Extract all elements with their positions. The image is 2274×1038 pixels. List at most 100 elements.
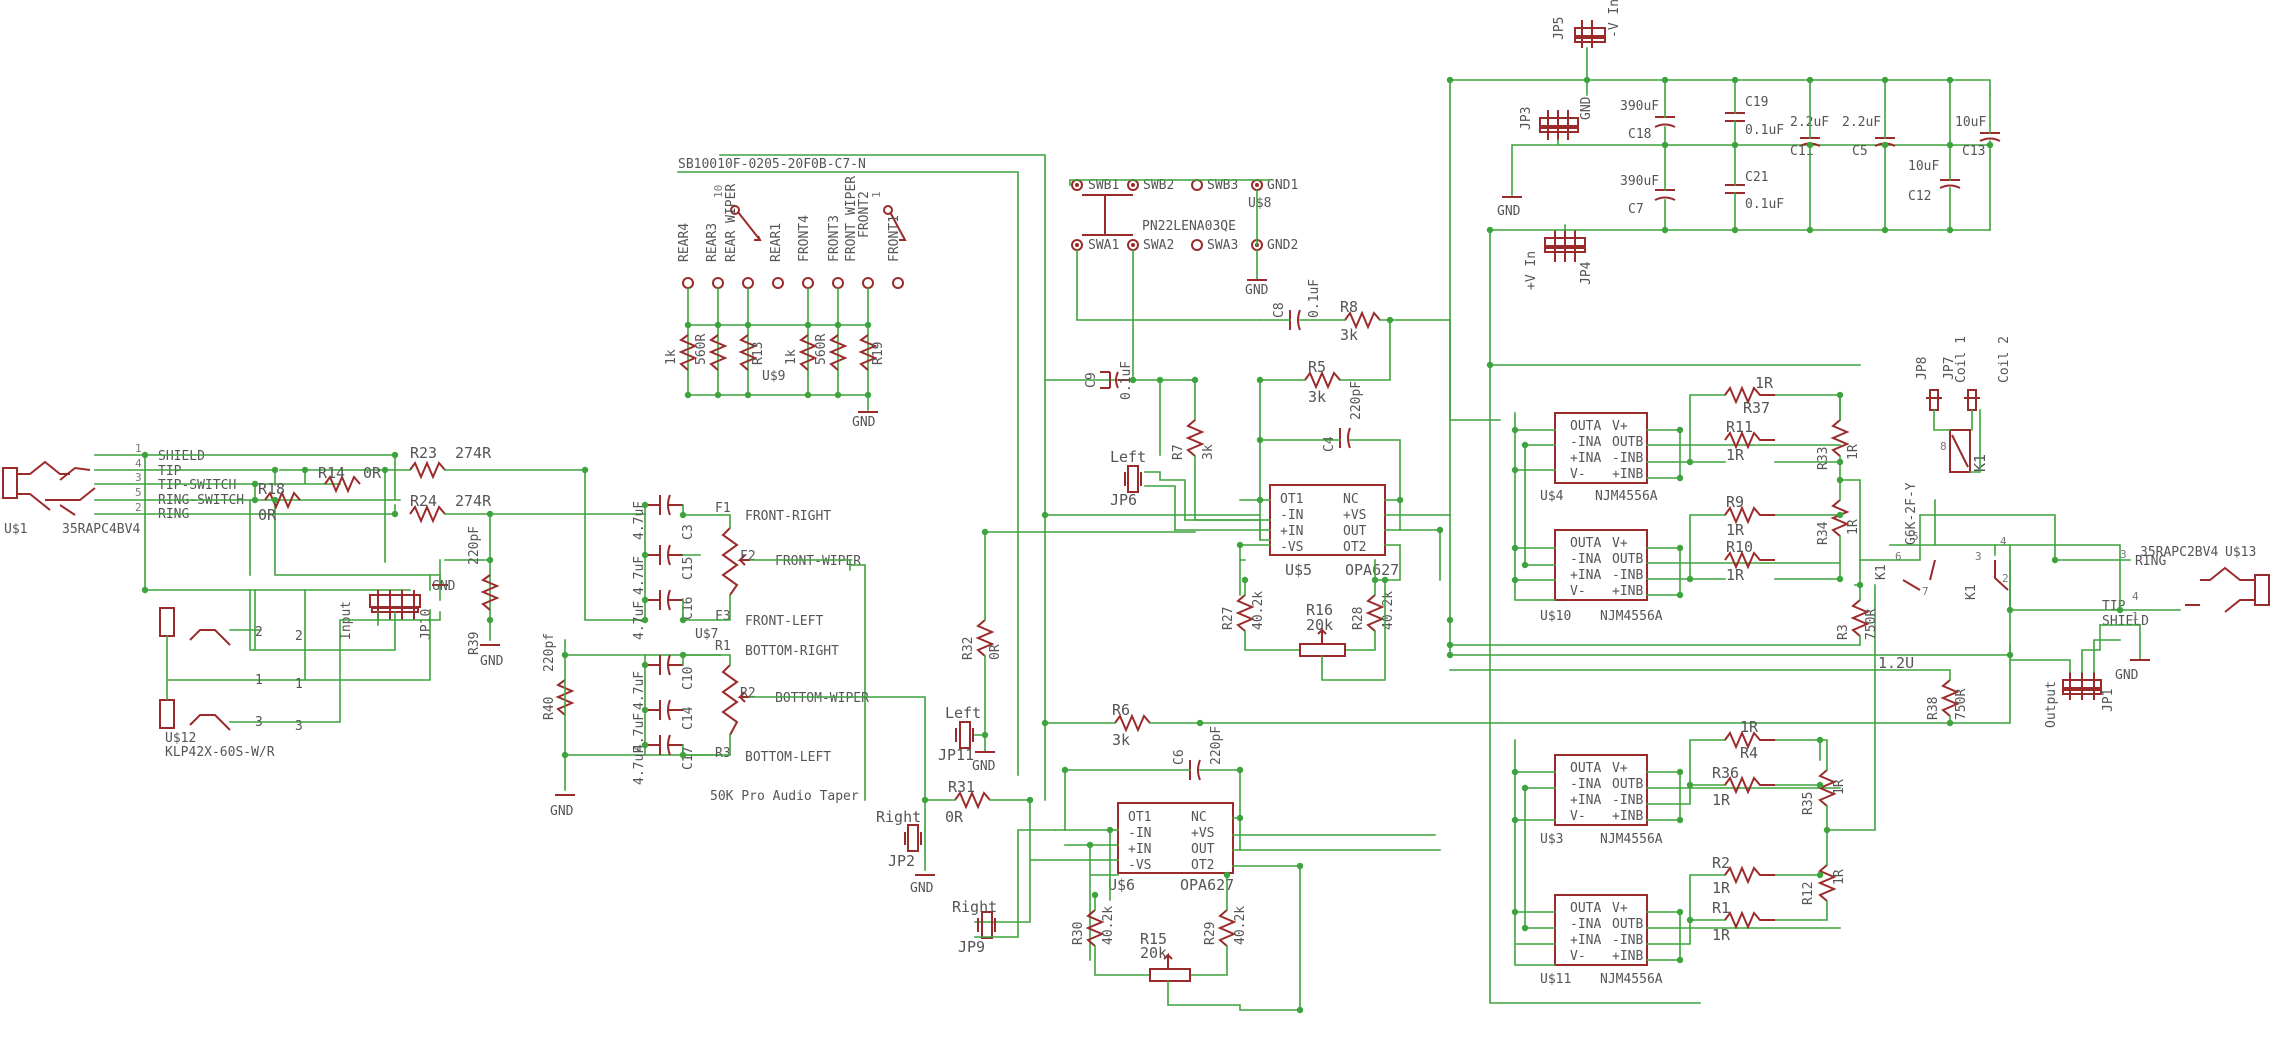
svg-text:35RAPC2BV4: 35RAPC2BV4 [2140,545,2218,560]
wire-junction [714,391,722,399]
svg-text:SWA1: SWA1 [1088,238,1119,253]
svg-text:+INB: +INB [1612,809,1643,824]
svg-text:3k: 3k [1340,326,1358,344]
svg-text:-V In: -V In [1607,0,1622,38]
svg-text:NC: NC [1343,492,1359,507]
wire-junction [1236,541,1244,549]
svg-text:OUTB: OUTB [1612,777,1643,792]
svg-text:OUTB: OUTB [1612,552,1643,567]
svg-text:C21: C21 [1745,170,1768,185]
svg-text:+INB: +INB [1612,467,1643,482]
svg-text:RING: RING [2135,554,2166,569]
svg-text:SWA2: SWA2 [1143,238,1174,253]
wire-junction [1521,924,1529,932]
svg-text:R10: R10 [1726,538,1753,556]
svg-text:JP3: JP3 [1519,107,1534,130]
wire-junction [581,466,589,474]
svg-text:1R: 1R [1832,779,1847,795]
jp4-pos-vin: +V In JP4 [1524,230,1594,290]
svg-text:NJM4556A: NJM4556A [1600,972,1663,987]
rotary-switch-u9: SB10010F-0205-20F0B-C7-N 10 1 REAR4 REAR… [677,154,1046,776]
svg-text:7: 7 [1922,585,1929,598]
svg-text:SB10010F-0205-20F0B-C7-N: SB10010F-0205-20F0B-C7-N [678,157,866,172]
svg-text:NJM4556A: NJM4556A [1595,489,1658,504]
svg-text:1R: 1R [1712,791,1731,809]
svg-text:220pF: 220pF [1349,381,1364,420]
svg-text:NC: NC [1191,810,1207,825]
wire-junction [1486,226,1494,234]
svg-text:OUTA: OUTA [1570,761,1601,776]
wire-junction [1091,891,1099,899]
wire-junction [641,616,649,624]
svg-text:OUTB: OUTB [1612,435,1643,450]
svg-text:4: 4 [2000,535,2007,548]
wire-junction [1661,76,1669,84]
wire-junction [804,321,812,329]
svg-text:390uF: 390uF [1620,99,1659,114]
svg-text:R6: R6 [1112,701,1130,719]
svg-text:JP10: JP10 [419,609,434,640]
svg-text:R33: R33 [1816,447,1831,470]
svg-text:K1: K1 [1964,584,1979,600]
svg-text:Output: Output [2044,681,2059,728]
wire-junction [1836,575,1844,583]
svg-text:1: 1 [255,673,263,688]
wire-junction [1676,426,1684,434]
svg-text:JP6: JP6 [1110,491,1137,509]
svg-text:560R: 560R [694,334,709,365]
svg-text:4.7uF: 4.7uF [632,556,647,595]
svg-text:R12: R12 [1801,882,1816,905]
wire-junction [251,480,259,488]
svg-text:1R: 1R [1832,869,1847,885]
svg-text:V-: V- [1570,809,1586,824]
svg-text:1k: 1k [664,349,679,365]
svg-text:1R: 1R [1726,446,1745,464]
svg-text:+INA: +INA [1570,793,1601,808]
svg-text:F1: F1 [715,501,731,516]
wire-junction [1731,141,1739,149]
jp10-input-header: Input JP10 [339,590,434,640]
jp3-gnd: JP3 GND [1519,96,1594,140]
wire-junction [641,551,649,559]
svg-text:3k: 3k [1308,388,1326,406]
wire-junction [2051,556,2059,564]
svg-text:FRONT-LEFT: FRONT-LEFT [745,614,823,629]
svg-text:R16: R16 [1306,601,1333,619]
svg-text:1R: 1R [1726,521,1745,539]
svg-text:5: 5 [135,486,142,499]
svg-text:1: 1 [295,677,303,692]
svg-text:3: 3 [2120,548,2127,561]
svg-text:SWB1: SWB1 [1088,178,1119,193]
svg-text:R15: R15 [1140,930,1167,948]
svg-text:FRONT2: FRONT2 [857,191,872,238]
svg-text:R24: R24 [410,492,437,510]
svg-text:3k: 3k [1201,444,1216,460]
svg-text:KLP42X-60S-W/R: KLP42X-60S-W/R [165,745,275,760]
wire-junction [1511,426,1519,434]
svg-text:U$3: U$3 [1540,832,1563,847]
opamp-u5: OT1 -IN +IN -VS NC +VS OUT OT2 U$5 OPA62… [1269,484,1399,579]
svg-text:4.7uF: 4.7uF [632,601,647,640]
svg-text:R18: R18 [258,480,285,498]
svg-text:R2: R2 [1712,854,1730,872]
wire-junction [1583,76,1591,84]
svg-text:R39: R39 [467,632,482,655]
svg-text:Right: Right [876,808,921,826]
svg-text:4: 4 [135,457,142,470]
svg-text:10uF: 10uF [1908,159,1939,174]
svg-text:OUTA: OUTA [1570,901,1601,916]
svg-text:JP1: JP1 [2101,689,2116,712]
